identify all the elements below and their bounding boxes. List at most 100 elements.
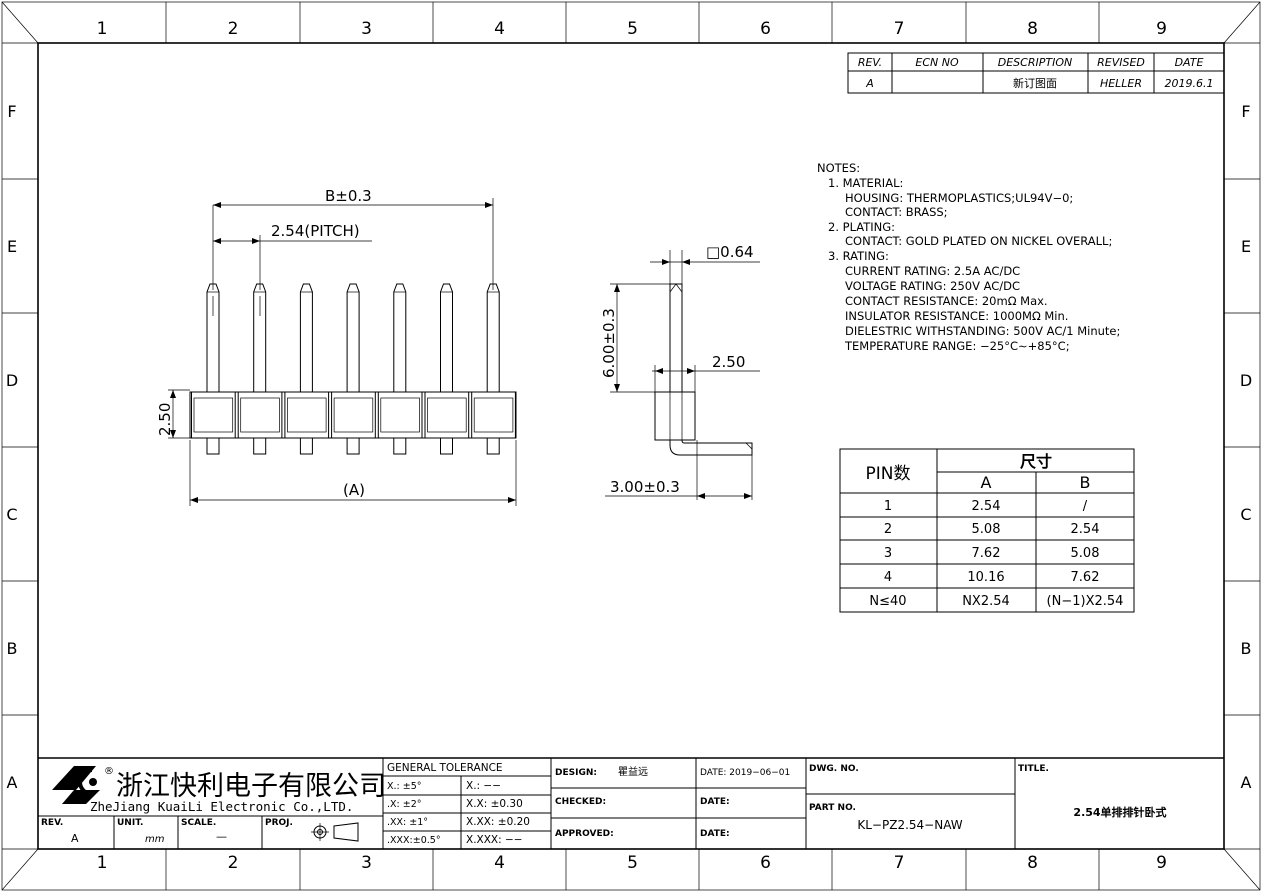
table-header-a: A — [981, 473, 992, 492]
note-line: 2. PLATING: — [828, 220, 895, 234]
corner-line — [1, 1, 39, 44]
note-line: VOLTAGE RATING: 250V AC/DC — [845, 279, 1020, 293]
dim-height-600: 6.00±0.3 — [600, 308, 618, 378]
note-line: CONTACT RESISTANCE: 20mΩ Max. — [845, 294, 1048, 308]
pin — [377, 283, 423, 455]
column-label: 4 — [494, 853, 505, 873]
approved-label: APPROVED: — [555, 829, 614, 839]
table-cell: 1 — [884, 499, 892, 514]
scale-label: SCALE. — [181, 818, 216, 828]
tolerance-angle: .X: ±2° — [387, 799, 422, 810]
note-line: 1. MATERIAL: — [828, 176, 903, 190]
note-line: TEMPERATURE RANGE: −25°C∼+85°C; — [844, 339, 1070, 353]
inner-frame — [37, 42, 1225, 850]
column-ticks — [165, 2, 1100, 890]
rev-value: A — [71, 832, 79, 845]
note-line: INSULATOR RESISTANCE: 1000MΩ Min. — [845, 309, 1068, 323]
dim-pitch: 2.54(PITCH) — [271, 222, 360, 240]
corner-line — [1223, 1, 1261, 44]
column-label: 1 — [97, 853, 108, 873]
column-label: 7 — [894, 853, 905, 873]
scale-value: — — [216, 830, 227, 843]
design-label: DESIGN: — [555, 768, 597, 778]
tolerance-linear: X.XXX: −− — [466, 834, 523, 846]
housing — [189, 391, 517, 439]
table-cell: 7.62 — [1071, 570, 1100, 585]
design-date: DATE: 2019−06−01 — [700, 768, 790, 778]
column-label: 2 — [228, 19, 239, 39]
note-line: 3. RATING: — [828, 249, 889, 263]
table-cell: N≤40 — [869, 594, 906, 609]
dwg-no-label: DWG. NO. — [809, 764, 859, 774]
column-label: 9 — [1156, 19, 1167, 39]
table-cell: 4 — [884, 570, 892, 585]
front-view — [189, 283, 517, 455]
dim-side-300: 3.00±0.3 — [610, 478, 680, 496]
rev-header-description: DESCRIPTION — [998, 56, 1072, 69]
column-label: 6 — [760, 853, 771, 873]
row-ticks — [2, 178, 1260, 716]
tolerance-linear: X.X: ±0.30 — [466, 798, 523, 810]
title-block: ® 浙江快利电子有限公司 ZheJiang KuaiLi Electronic … — [38, 757, 1224, 849]
tolerance-linear: X.XX: ±0.20 — [466, 816, 530, 828]
pin — [471, 283, 516, 455]
note-line: DIELESTRIC WITHSTANDING: 500V AC/1 Minut… — [845, 324, 1120, 338]
company-logo — [52, 766, 100, 804]
row-label: F — [1241, 102, 1250, 121]
tolerance-angle: X.: ±5° — [387, 781, 422, 792]
column-label: 3 — [361, 19, 372, 39]
dim-h250: 2.50 — [156, 403, 174, 436]
table-header-b: B — [1080, 473, 1091, 492]
company-name-en: ZheJiang KuaiLi Electronic Co.,LTD. — [90, 799, 353, 814]
side-view: □0.64 6.00±0.3 2.50 3.00±0.3 — [600, 243, 760, 500]
rev-value-description: 新订图面 — [1013, 76, 1057, 90]
pin — [424, 283, 470, 455]
table-cell: 10.16 — [967, 570, 1004, 585]
note-line: CONTACT: GOLD PLATED ON NICKEL OVERALL; — [845, 234, 1112, 248]
rev-header-revised: REVISED — [1097, 56, 1145, 69]
table-cell: (N−1)X2.54 — [1047, 594, 1124, 609]
column-label: 8 — [1027, 853, 1038, 873]
column-label: 3 — [361, 853, 372, 873]
row-label: E — [1241, 237, 1251, 256]
projection-symbol-icon — [311, 822, 359, 842]
column-label: 1 — [97, 19, 108, 39]
rev-header-rev: REV. — [858, 56, 882, 69]
rev-value-revised: HELLER — [1100, 77, 1142, 90]
approved-date: DATE: — [700, 829, 730, 839]
column-label: 6 — [760, 19, 771, 39]
part-number: KL−PZ2.54−NAW — [857, 818, 962, 832]
drawing-title: 2.54单排排针卧式 — [1073, 805, 1166, 819]
table-cell: 5.08 — [1071, 546, 1100, 561]
row-label: F — [7, 102, 16, 121]
pin — [191, 283, 236, 455]
column-label: 9 — [1156, 853, 1167, 873]
table-cell: 2.54 — [972, 499, 1001, 514]
pin — [331, 283, 376, 455]
table-cell: 7.62 — [972, 546, 1001, 561]
designer-name: 瞿益远 — [618, 765, 648, 778]
table-cell: 2 — [884, 522, 892, 537]
row-label: D — [6, 371, 18, 390]
column-label: 8 — [1027, 19, 1038, 39]
pin — [284, 283, 330, 455]
row-label: B — [1241, 639, 1252, 658]
rev-value-date: 2019.6.1 — [1165, 77, 1214, 90]
rev-header-date: DATE — [1175, 56, 1204, 69]
row-label: C — [6, 505, 17, 524]
tolerance-linear: X.: −− — [466, 780, 501, 792]
table-cell: 5.08 — [972, 522, 1001, 537]
row-label: A — [7, 773, 18, 792]
checked-date: DATE: — [700, 797, 730, 807]
note-line: HOUSING: THERMOPLASTICS;UL94V−0; — [845, 191, 1073, 205]
row-label: E — [7, 237, 17, 256]
notes: NOTES: 1. MATERIAL: HOUSING: THERMOPLAST… — [817, 161, 1120, 353]
title-label: TITLE. — [1018, 764, 1049, 774]
dim-a: (A) — [343, 481, 365, 499]
unit-label: UNIT. — [117, 818, 143, 828]
column-label: 7 — [894, 19, 905, 39]
column-label: 5 — [627, 19, 638, 39]
